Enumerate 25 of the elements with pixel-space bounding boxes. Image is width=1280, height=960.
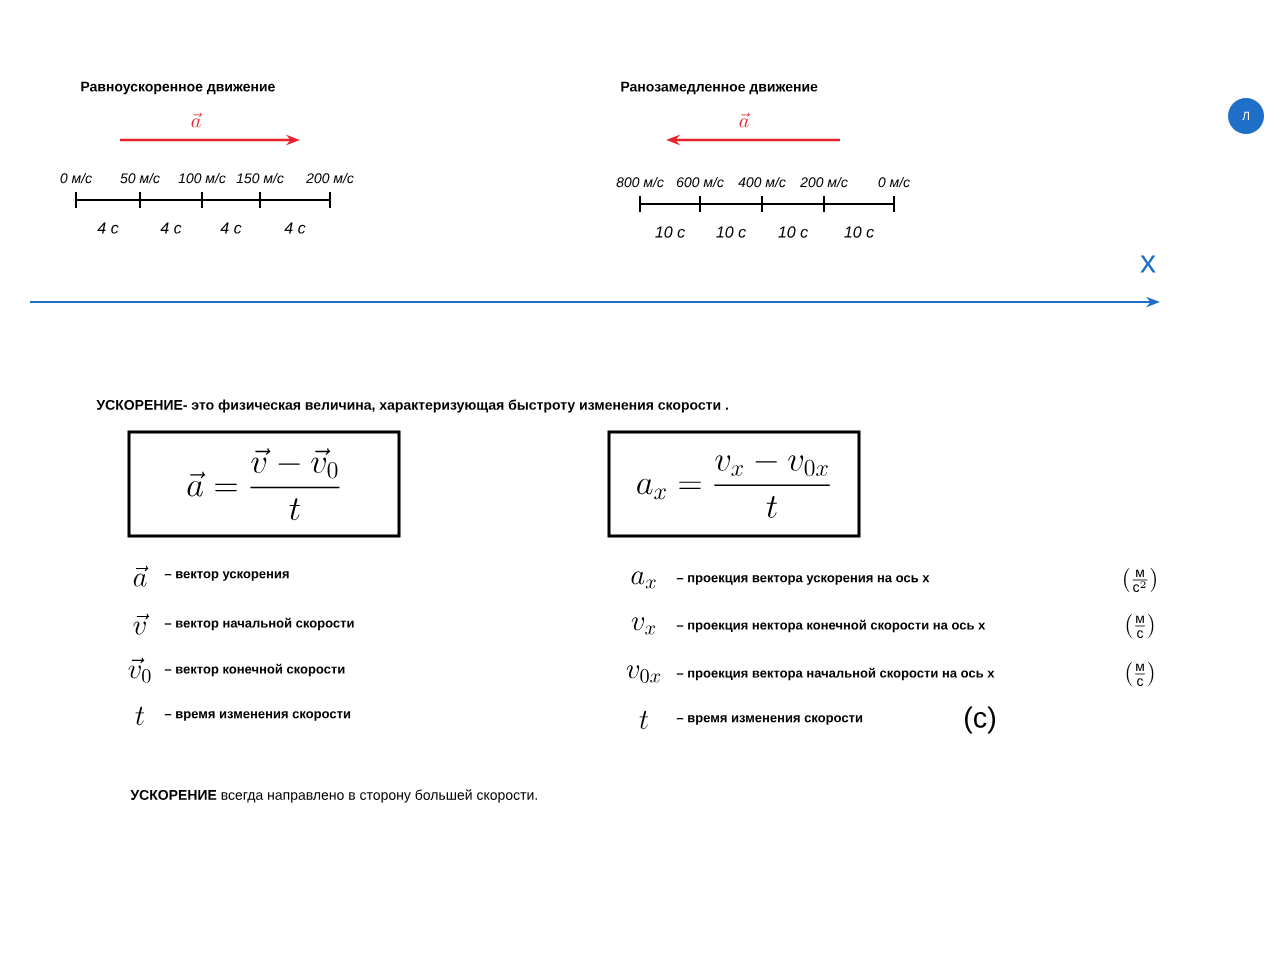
vector-symbol: $\vec{a}$ [739, 112, 750, 128]
vector-symbol: $\vec{a}$ [191, 112, 202, 128]
symbol: $\vec{v}_0$ [128, 657, 151, 683]
symbol: $\vec{a}$ [133, 565, 149, 587]
unit-label: $\left(\frac{\text{м}}{\text{с}}\right)$ [1126, 614, 1154, 638]
symbol: $a_x$ [631, 571, 656, 589]
interval-label: 4 с [160, 222, 182, 234]
interval-label: 10 с [716, 226, 746, 238]
axis-label: x [1140, 255, 1156, 273]
unit-label: $\left(\frac{\text{м}}{\text{с}^2}\right)$ [1124, 568, 1156, 592]
interval-label: 10 с [844, 226, 874, 238]
interval-label: 4 с [220, 222, 242, 234]
formula-box: $a_x = \frac{v_x - v_{0x}}{t}$ [607, 430, 861, 538]
symbol: $t$ [135, 706, 145, 726]
interval-label: 10 с [778, 226, 808, 238]
symbol: $t$ [639, 710, 649, 730]
interval-label: 4 с [97, 222, 119, 234]
unit-label: $\left(\frac{\text{м}}{\text{с}}\right)$ [1126, 662, 1154, 686]
formula-box: $\vec{a} = \frac{\vec{v}-\vec{v}_0}{t}$ [127, 430, 401, 538]
interval-label: 10 с [655, 226, 685, 238]
unit-label: (с) [965, 706, 995, 734]
symbol: $\vec{v}$ [133, 613, 150, 635]
symbol: $v_x$ [631, 617, 656, 635]
symbol: $v_{0x}$ [626, 665, 661, 683]
interval-label: 4 с [284, 222, 306, 234]
